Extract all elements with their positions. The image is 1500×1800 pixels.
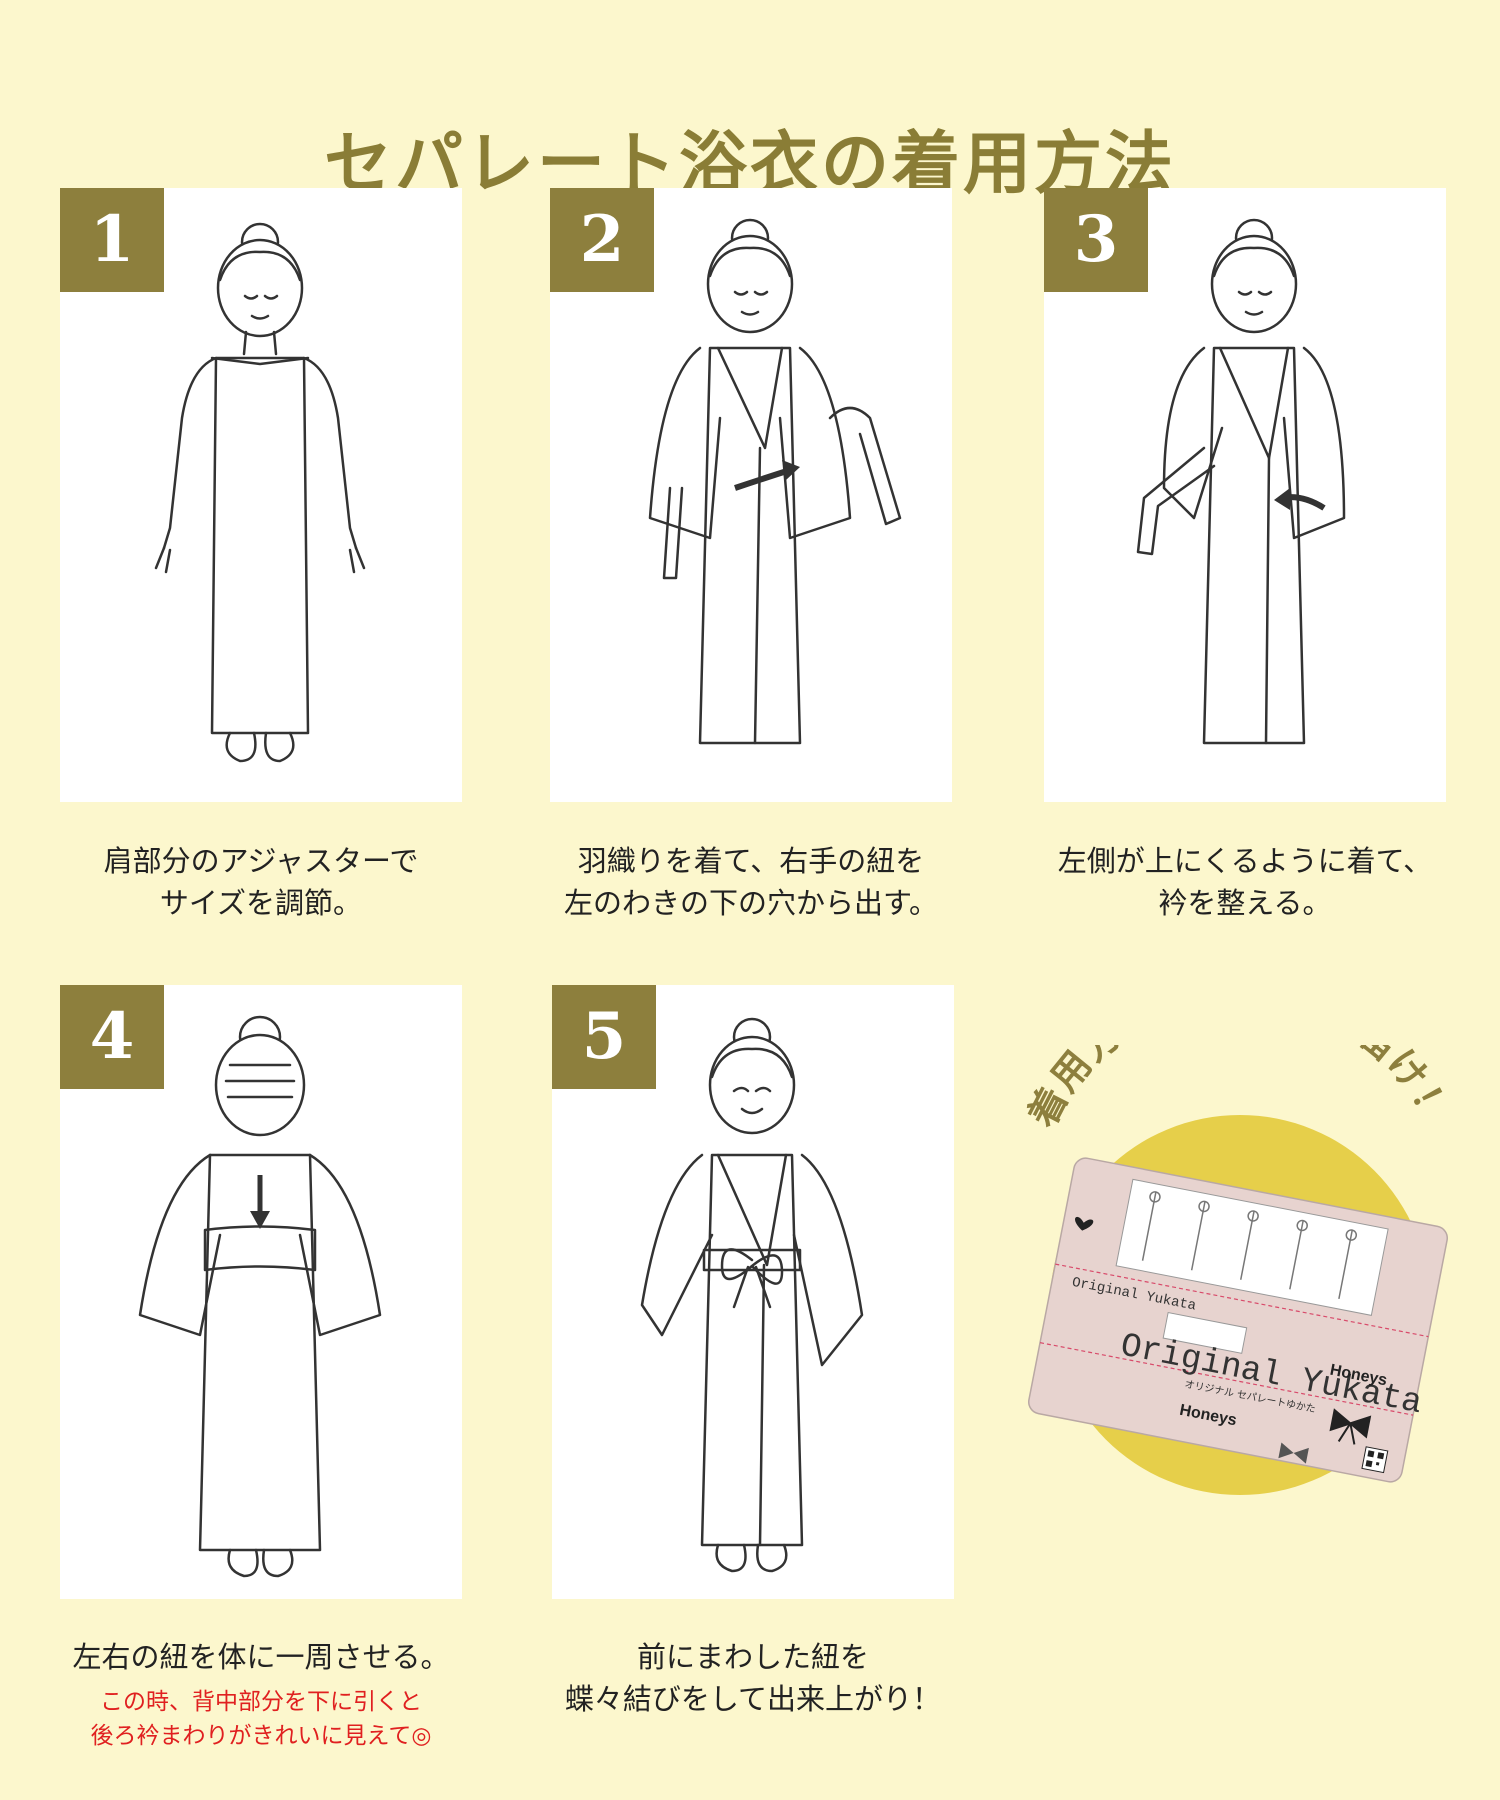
instruction-card: Original Yukata Original Yukata オリジナル セパ…: [1028, 1157, 1448, 1483]
step-3-panel: 3: [1044, 188, 1446, 802]
step-2-panel: 2: [550, 188, 952, 802]
step-4-number: 4: [60, 985, 164, 1089]
step-2-caption-line-1: 羽織りを着て、右手の紐を: [577, 844, 925, 878]
step-5-illustration: [640, 1017, 864, 1573]
promo-section: 着用方法も一緒にお届け！ Original Yukata Original Yu…: [1000, 969, 1470, 1505]
ribbon-icon: [1329, 1408, 1372, 1445]
step-2-illustration: [648, 218, 902, 745]
step-3-number: 3: [1044, 188, 1148, 292]
qr-code-icon: [1361, 1446, 1389, 1474]
step-5-number: 5: [552, 985, 656, 1089]
step-3-caption-line-2: 衿を整える。: [1158, 886, 1332, 920]
step-4-note-line-1: この時、背中部分を下に引くと: [100, 1689, 422, 1715]
step-4-illustration: [138, 1015, 382, 1578]
step-5-caption: 前にまわした紐を 蝶々結びをして出来上がり！: [518, 1636, 988, 1720]
step-3-caption: 左側が上にくるように着て、 衿を整える。: [1010, 840, 1480, 924]
step-1-caption: 肩部分のアジャスターで サイズを調節。: [26, 840, 496, 924]
step-5-panel: 5: [552, 985, 954, 1599]
step-5-caption-line-1: 前にまわした紐を: [636, 1640, 869, 1674]
step-4-panel: 4: [60, 985, 462, 1599]
step-3-illustration: [1136, 218, 1346, 745]
step-1-number: 1: [60, 188, 164, 292]
step-2-number: 2: [550, 188, 654, 292]
promo-graphic: 着用方法も一緒にお届け！ Original Yukata Original Yu…: [1020, 969, 1458, 1495]
step-1-caption-line-1: 肩部分のアジャスターで: [103, 844, 419, 878]
step-4-caption-line-1: 左右の紐を体に一周させる。: [72, 1640, 450, 1674]
step-1-panel: 1: [60, 188, 462, 802]
step-4-note: この時、背中部分を下に引くと 後ろ衿まわりがきれいに見えて◎: [26, 1685, 496, 1753]
step-2-caption-line-2: 左のわきの下の穴から出す。: [563, 886, 939, 920]
step-3-caption-line-1: 左側が上にくるように着て、: [1057, 844, 1433, 878]
step-1-caption-line-2: サイズを調節。: [159, 886, 363, 920]
step-4-note-line-2: 後ろ衿まわりがきれいに見えて◎: [90, 1723, 432, 1749]
heart-icon: [1075, 1216, 1094, 1231]
step-5-caption-line-2: 蝶々結びをして出来上がり！: [564, 1682, 942, 1716]
step-1-illustration: [154, 222, 366, 763]
step-4-caption: 左右の紐を体に一周させる。: [26, 1636, 496, 1678]
step-2-caption: 羽織りを着て、右手の紐を 左のわきの下の穴から出す。: [516, 840, 986, 924]
